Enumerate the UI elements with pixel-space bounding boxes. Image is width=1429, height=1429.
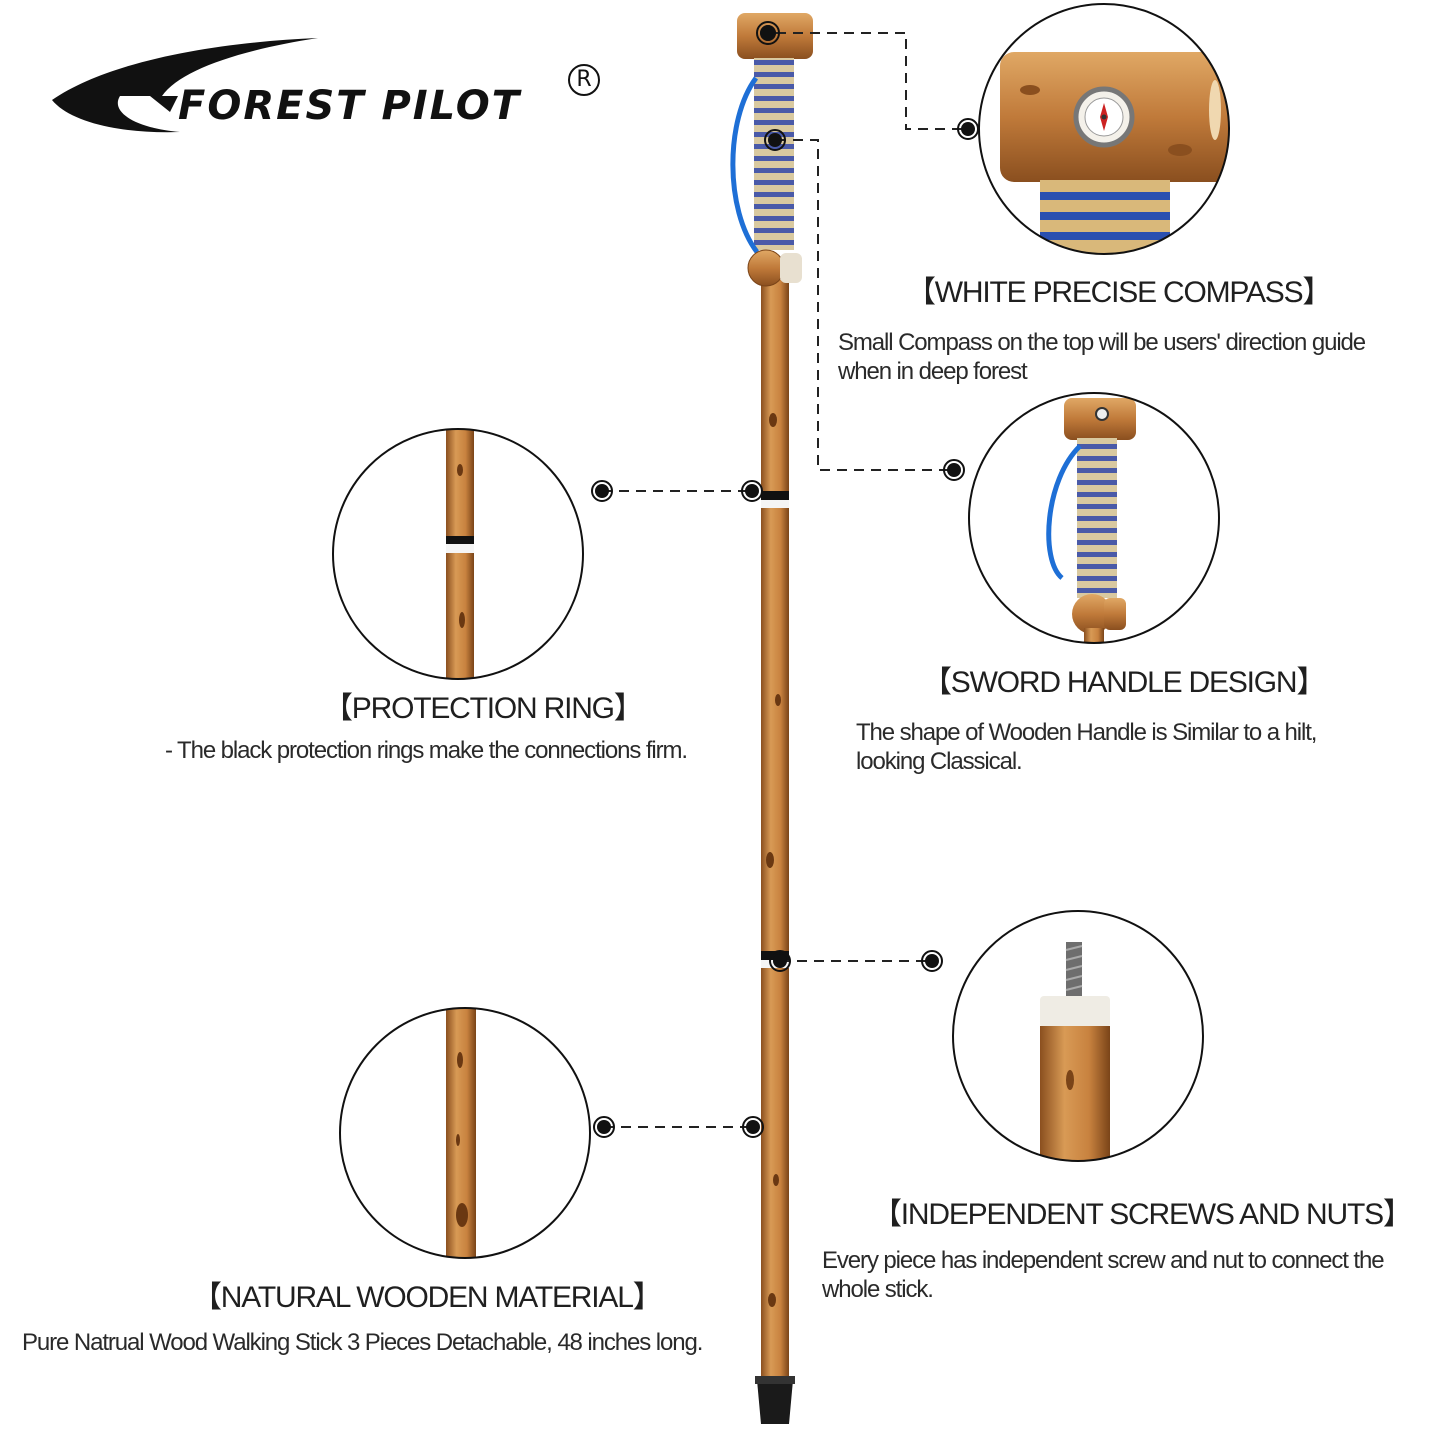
material-description: Pure Natrual Wood Walking Stick 3 Pieces… xyxy=(22,1329,703,1356)
detail-ring-circle xyxy=(332,428,584,680)
screws-description: Every piece has independent screw and nu… xyxy=(822,1247,1385,1304)
ring-description: - The black protection rings make the co… xyxy=(165,737,688,764)
handle-title: 【SWORD HANDLE DESIGN】 xyxy=(922,666,1326,699)
material-title: 【NATURAL WOODEN MATERIAL】 xyxy=(192,1281,663,1314)
ring-title: 【PROTECTION RING】 xyxy=(323,692,644,725)
callout-dots xyxy=(591,21,979,1138)
registered-mark: R xyxy=(568,64,600,96)
screws-title: 【INDEPENDENT SCREWS AND NUTS】 xyxy=(872,1198,1413,1231)
walking-stick xyxy=(730,13,813,1424)
detail-wood-circle xyxy=(339,1007,591,1259)
detail-handle-circle xyxy=(968,392,1220,644)
brand-logo-swoosh xyxy=(52,38,318,133)
detail-compass-circle xyxy=(978,3,1230,255)
callout-lines xyxy=(602,32,968,1128)
brand-name: FOREST PILOT xyxy=(178,83,522,129)
handle-description: The shape of Wooden Handle is Similar to… xyxy=(856,719,1317,776)
detail-screw-circle xyxy=(952,910,1204,1162)
compass-description: Small Compass on the top will be users' … xyxy=(838,329,1366,386)
compass-title: 【WHITE PRECISE COMPASS】 xyxy=(906,276,1332,309)
